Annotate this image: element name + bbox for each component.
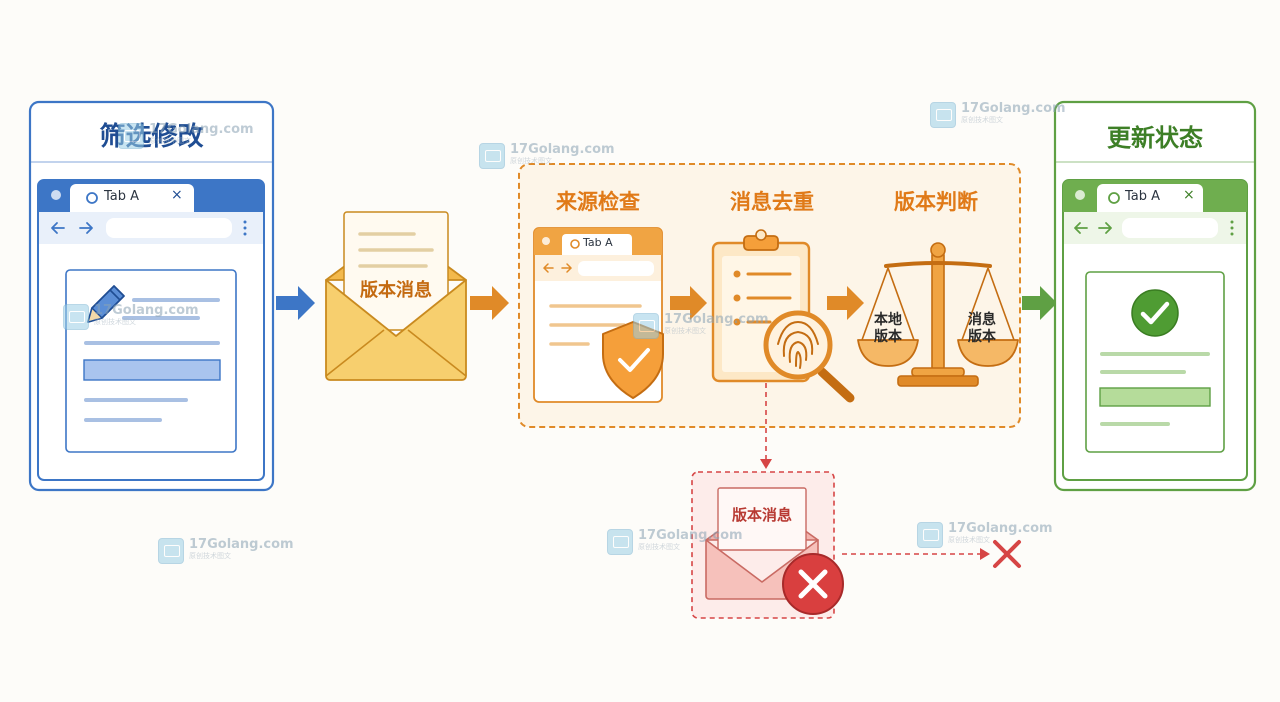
source-check-browser — [533, 227, 664, 403]
filter-tab-close[interactable]: × — [171, 187, 183, 203]
filter-title: 筛选修改 — [99, 122, 204, 152]
watermark-logo-icon — [930, 102, 956, 128]
arrow-version-to-update — [1022, 286, 1057, 320]
reject-x-icon — [782, 553, 844, 615]
filter-panel — [28, 100, 275, 492]
source-check-title: 来源检查 — [556, 190, 640, 214]
fingerprint-magnifier-icon — [763, 310, 855, 403]
pencil-icon — [87, 285, 125, 323]
watermark-logo-icon — [158, 538, 184, 564]
update-panel — [1053, 100, 1257, 492]
watermark-logo-icon — [63, 304, 89, 330]
arrow-source-to-dedup — [670, 286, 707, 320]
arrow-dedup-to-version — [827, 286, 864, 320]
version-title: 版本判断 — [894, 190, 978, 214]
shield-check-icon — [602, 321, 664, 399]
update-tab-close[interactable]: × — [1183, 187, 1195, 203]
message-version-label: 消息 版本 — [968, 312, 996, 345]
envelope-icon — [325, 211, 467, 381]
arrow-envelope-to-checks — [470, 286, 509, 320]
check-circle-icon — [1131, 289, 1179, 337]
rejected-envelope-label: 版本消息 — [731, 506, 792, 524]
watermark-logo-icon — [118, 123, 144, 149]
local-version-label: 本地 版本 — [874, 312, 902, 345]
source-check-tab-label: Tab A — [583, 236, 613, 249]
watermark-logo-icon — [917, 522, 943, 548]
update-tab-label[interactable]: Tab A — [1125, 189, 1161, 204]
watermark-logo-icon — [607, 529, 633, 555]
watermark-logo-icon — [633, 313, 659, 339]
balance-scale-icon — [857, 242, 1019, 387]
dedup-title: 消息去重 — [730, 190, 814, 214]
watermark-logo-icon — [479, 143, 505, 169]
update-title: 更新状态 — [1107, 124, 1203, 152]
filter-tab-label[interactable]: Tab A — [104, 189, 140, 204]
discard-x-icon — [993, 540, 1021, 568]
envelope-label: 版本消息 — [360, 280, 432, 301]
arrow-filter-to-envelope — [276, 286, 315, 320]
